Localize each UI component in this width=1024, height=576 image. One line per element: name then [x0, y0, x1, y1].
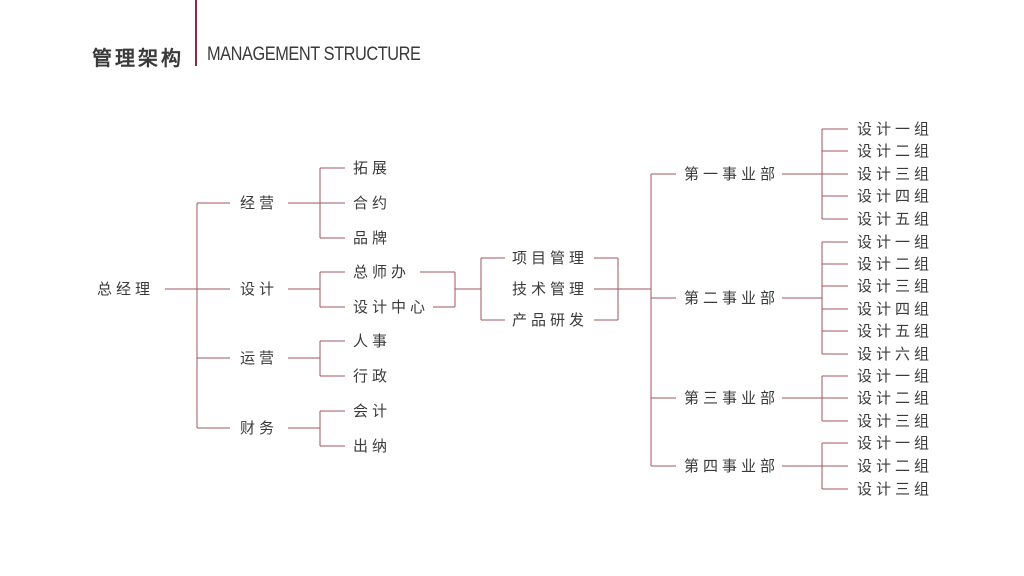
node-design-group: 设计三组: [857, 277, 934, 295]
node-sub-unit: 拓展: [353, 159, 392, 177]
node-design-group: 设计三组: [857, 165, 934, 183]
node-design-group: 设计六组: [857, 345, 934, 363]
node-department: 设计: [240, 280, 279, 298]
node-design-group: 设计一组: [857, 367, 934, 385]
node-division: 第一事业部: [684, 165, 780, 183]
node-design-group: 设计二组: [857, 389, 934, 407]
node-design-group: 设计四组: [857, 187, 934, 205]
node-design-group: 设计一组: [857, 233, 934, 251]
node-sub-unit: 人事: [353, 332, 392, 350]
node-design-group: 设计二组: [857, 255, 934, 273]
node-division: 第三事业部: [684, 389, 780, 407]
node-function: 产品研发: [512, 311, 589, 329]
node-design-group: 设计三组: [857, 480, 934, 498]
node-design-group: 设计一组: [857, 434, 934, 452]
node-department: 运营: [240, 349, 279, 367]
header-divider: [195, 0, 197, 66]
node-sub-unit: 会计: [353, 402, 392, 420]
page-title: 管理架构: [92, 46, 184, 70]
node-design-group: 设计五组: [857, 210, 934, 228]
node-design-group: 设计二组: [857, 457, 934, 475]
page-subtitle: MANAGEMENT STRUCTURE: [207, 44, 421, 65]
node-department: 经营: [240, 194, 279, 212]
node-design-group: 设计五组: [857, 322, 934, 340]
node-sub-unit: 出纳: [353, 437, 392, 455]
node-sub-unit: 总师办: [353, 263, 411, 281]
node-function: 项目管理: [512, 249, 589, 267]
node-division: 第四事业部: [684, 457, 780, 475]
node-sub-unit: 合约: [353, 194, 392, 212]
node-division: 第二事业部: [684, 289, 780, 307]
node-design-group: 设计四组: [857, 300, 934, 318]
node-design-group: 设计二组: [857, 142, 934, 160]
node-general-manager: 总经理: [97, 280, 155, 298]
node-sub-unit: 设计中心: [353, 298, 430, 316]
node-department: 财务: [240, 419, 279, 437]
node-design-group: 设计三组: [857, 412, 934, 430]
node-function: 技术管理: [512, 280, 589, 298]
node-design-group: 设计一组: [857, 120, 934, 138]
node-sub-unit: 品牌: [353, 229, 392, 247]
node-sub-unit: 行政: [353, 367, 392, 385]
